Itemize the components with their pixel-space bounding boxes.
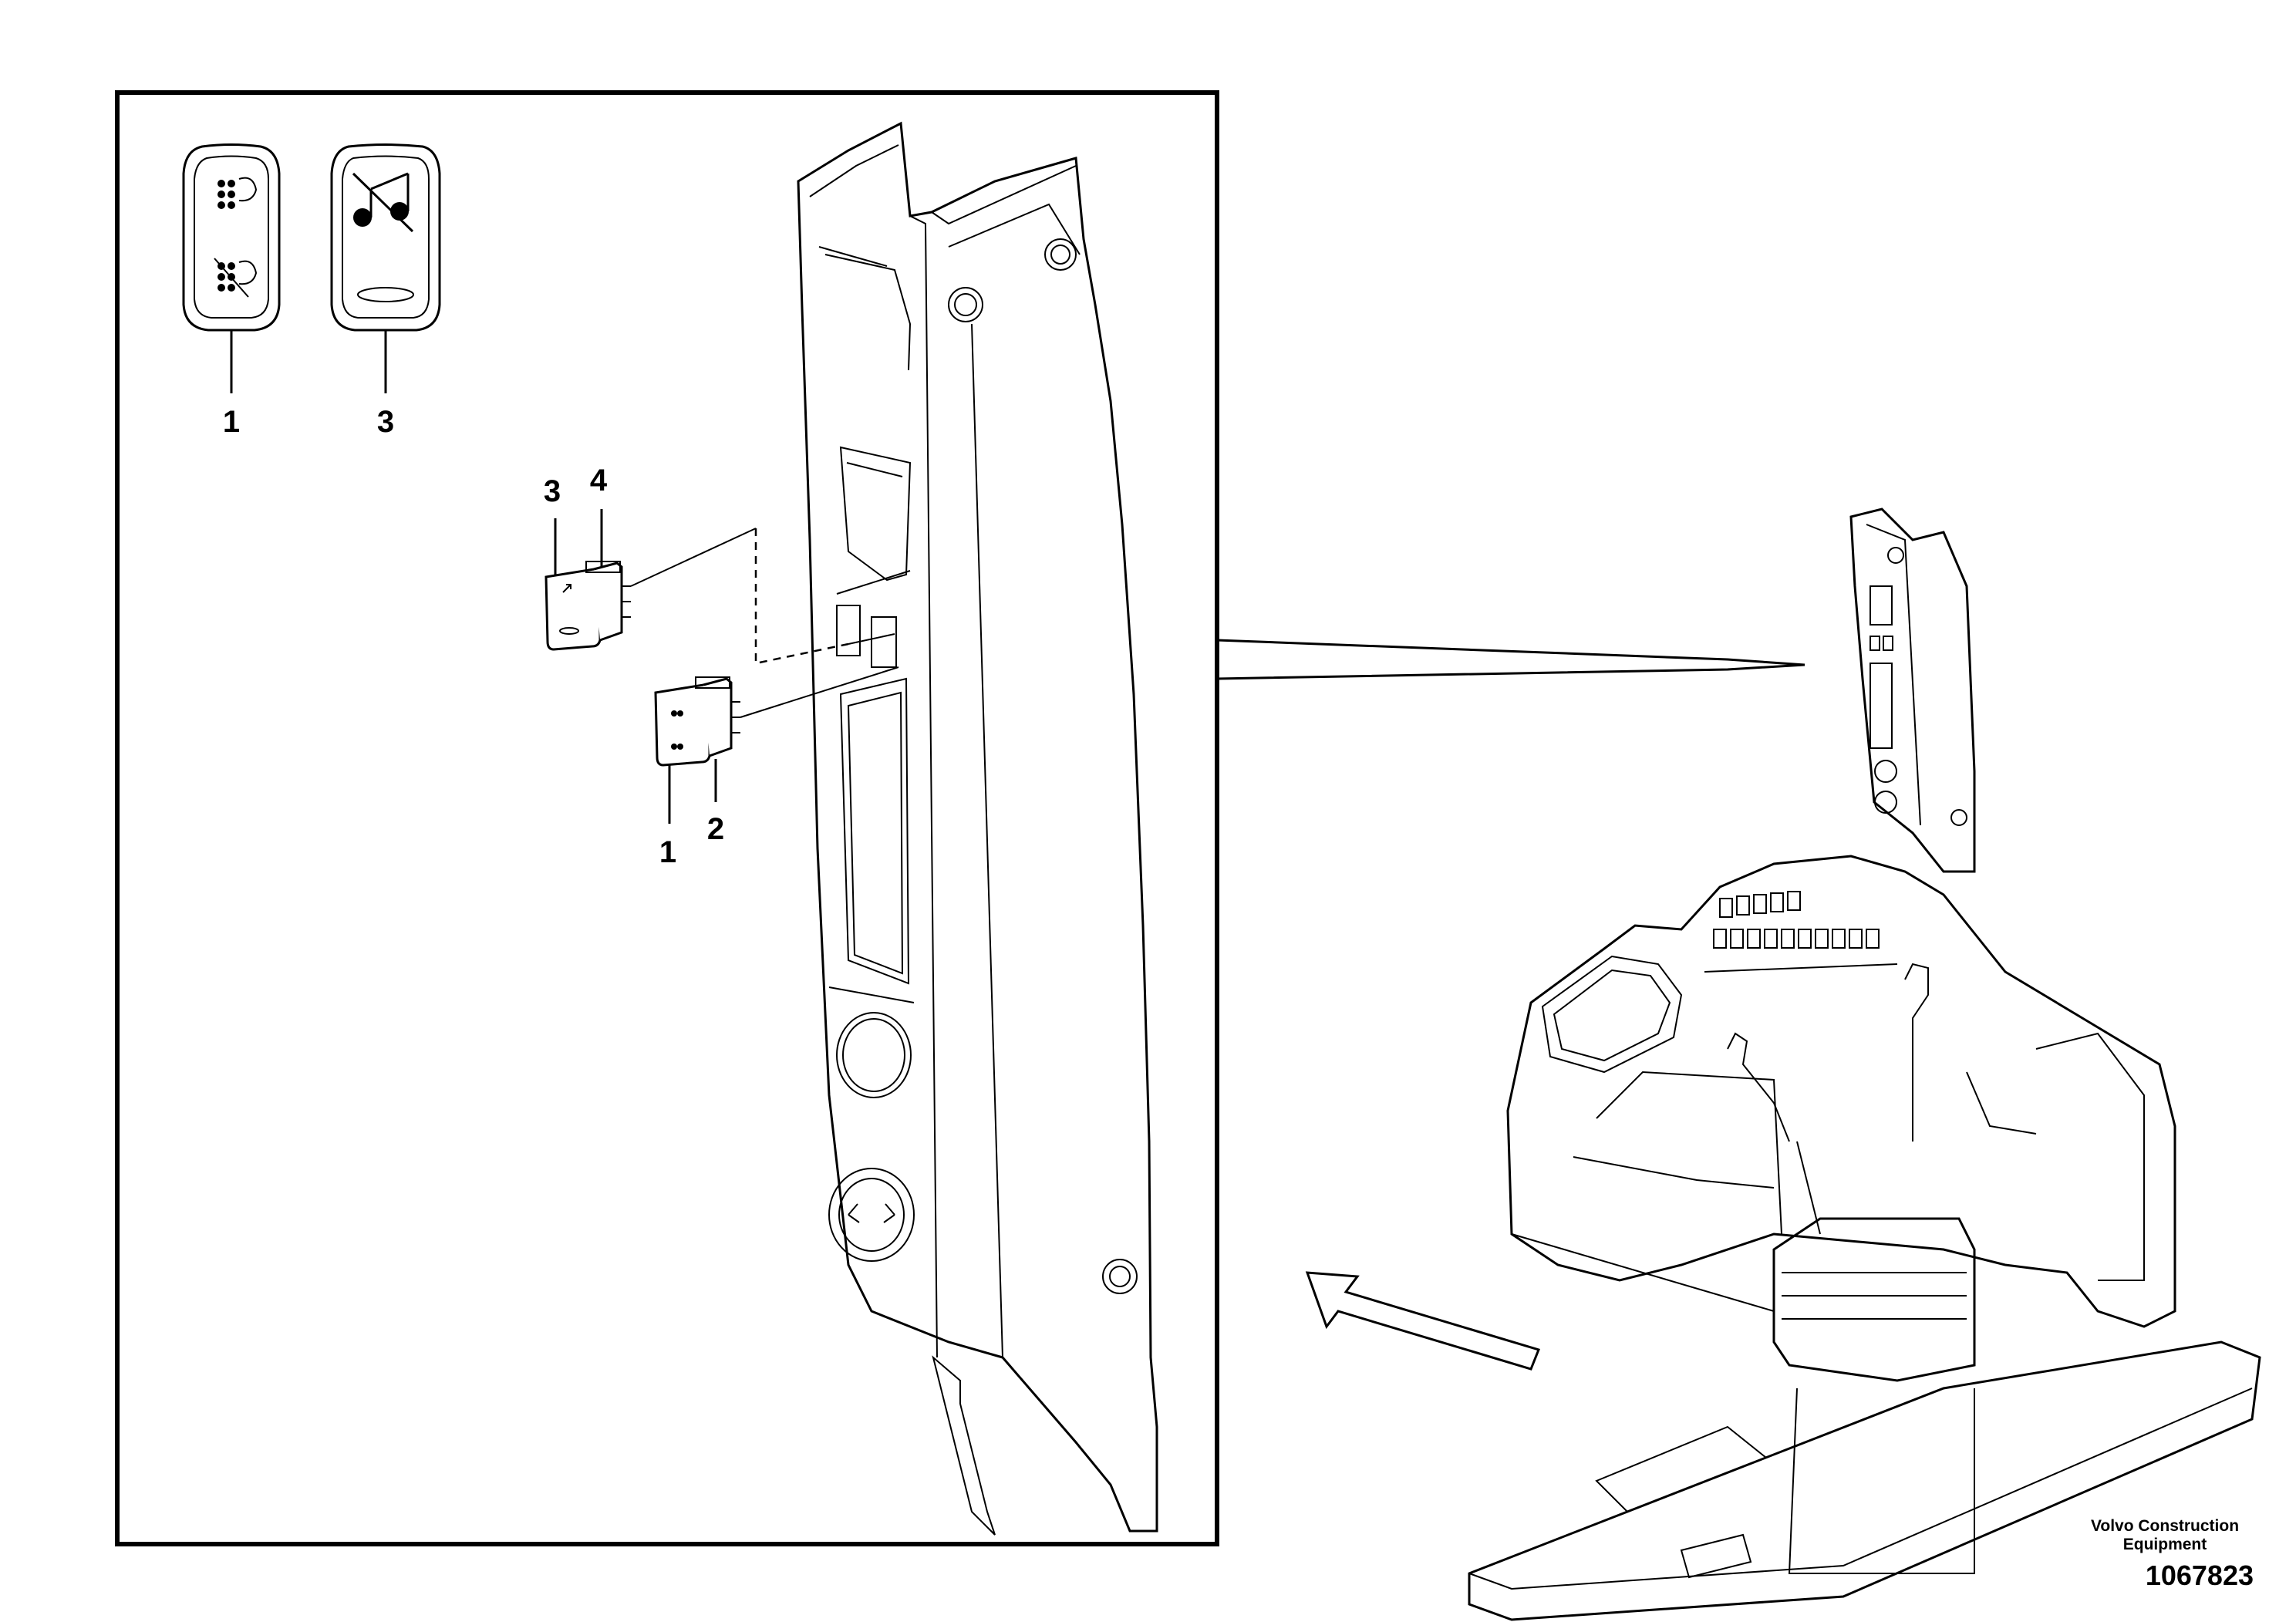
switch-symbol-3: 3 xyxy=(330,143,441,439)
callout-1-legend: 1 xyxy=(223,405,240,439)
base-plate-overview xyxy=(1468,1340,2261,1621)
exploded-switch-3: 3 4 xyxy=(544,464,631,651)
operator-console-overview xyxy=(1506,855,2176,1328)
callout-1-exploded: 1 xyxy=(659,835,676,869)
switch-symbol-1: 1 xyxy=(182,143,281,439)
callout-4-exploded: 4 xyxy=(590,464,608,497)
callout-2-exploded: 2 xyxy=(707,812,724,846)
drawing-number: 1067823 xyxy=(2145,1560,2254,1591)
pillar-panel xyxy=(797,121,1158,1536)
console-button-grid xyxy=(1713,891,1880,949)
assembly-lines xyxy=(630,528,899,718)
company-label: Volvo Construction Equipment xyxy=(2090,1517,2240,1553)
detail-frame xyxy=(115,90,1219,1546)
music-note-muted-icon xyxy=(352,172,414,302)
joystick-levers-overview xyxy=(1727,963,1976,1574)
zoom-leader-lines xyxy=(1216,639,1805,680)
view-direction-arrow xyxy=(1305,1271,1541,1371)
exploded-switch-1: 1 2 xyxy=(654,676,740,869)
cab-pillar-overview xyxy=(1849,508,1976,873)
wiper-icon xyxy=(214,177,258,298)
callout-3-exploded: 3 xyxy=(544,474,561,508)
callout-3-legend: 3 xyxy=(377,405,394,439)
